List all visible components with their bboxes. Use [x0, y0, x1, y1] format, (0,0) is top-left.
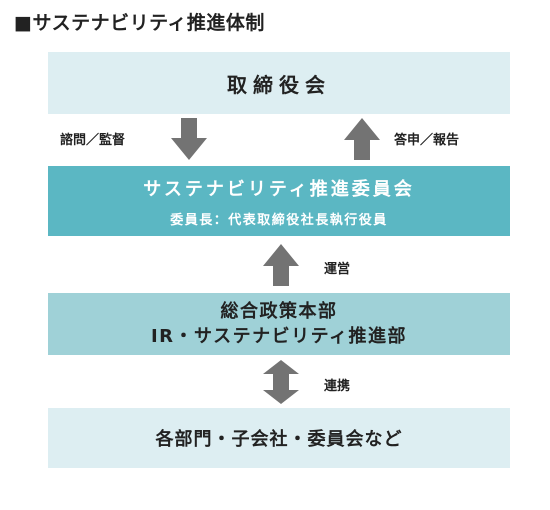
- sustainability-committee-box: サステナビリティ推進委員会 委員長：代表取締役社長執行役員: [48, 166, 510, 236]
- cooperate-label: 連携: [324, 379, 351, 394]
- page-title: ■サステナビリティ推進体制: [14, 12, 265, 34]
- department-line-1: 総合政策本部: [220, 300, 338, 322]
- committee-chair: 委員長：代表取締役社長執行役員: [170, 212, 388, 228]
- divisions-label: 各部門・子会社・委員会など: [155, 429, 403, 450]
- up-arrow-icon: [263, 244, 299, 286]
- up-arrow-icon: [344, 118, 380, 160]
- report-label: 答申／報告: [394, 133, 460, 148]
- department-box: 総合政策本部 IR・サステナビリティ推進部: [48, 293, 510, 355]
- board-label: 取締役会: [227, 72, 331, 97]
- consult-supervise-label: 諮問／監督: [60, 133, 126, 148]
- down-arrow-icon: [171, 118, 207, 160]
- double-arrow-icon: [263, 360, 299, 404]
- committee-name: サステナビリティ推進委員会: [143, 178, 415, 200]
- department-line-2: IR・サステナビリティ推進部: [150, 326, 408, 347]
- board-of-directors-box: 取締役会: [48, 52, 510, 114]
- operate-label: 運営: [324, 262, 351, 277]
- divisions-box: 各部門・子会社・委員会など: [48, 408, 510, 468]
